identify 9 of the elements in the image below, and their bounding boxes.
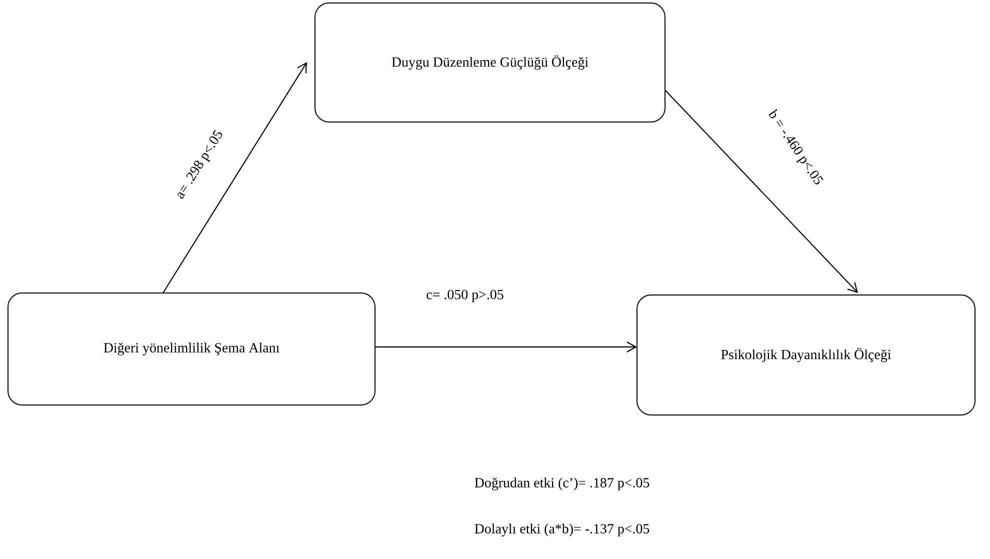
result-note: Doğrudan etki (c’)= .187 p<.05 [474,478,650,490]
edge-label: c= .050 p>.05 [425,288,505,304]
arrow [664,90,858,293]
result-note: Dolaylı etki (a*b)= -.137 p<.05 [474,524,650,536]
process-box: Psikolojik Dayanıklılık Ölçeği [636,294,976,416]
process-box: Diğeri yönelimlilik Şema Alanı [8,292,376,406]
process-box: Duygu Düzenleme Güçlüğü Ölçeği [314,2,666,122]
arrow [375,342,637,352]
arrow [162,62,307,294]
